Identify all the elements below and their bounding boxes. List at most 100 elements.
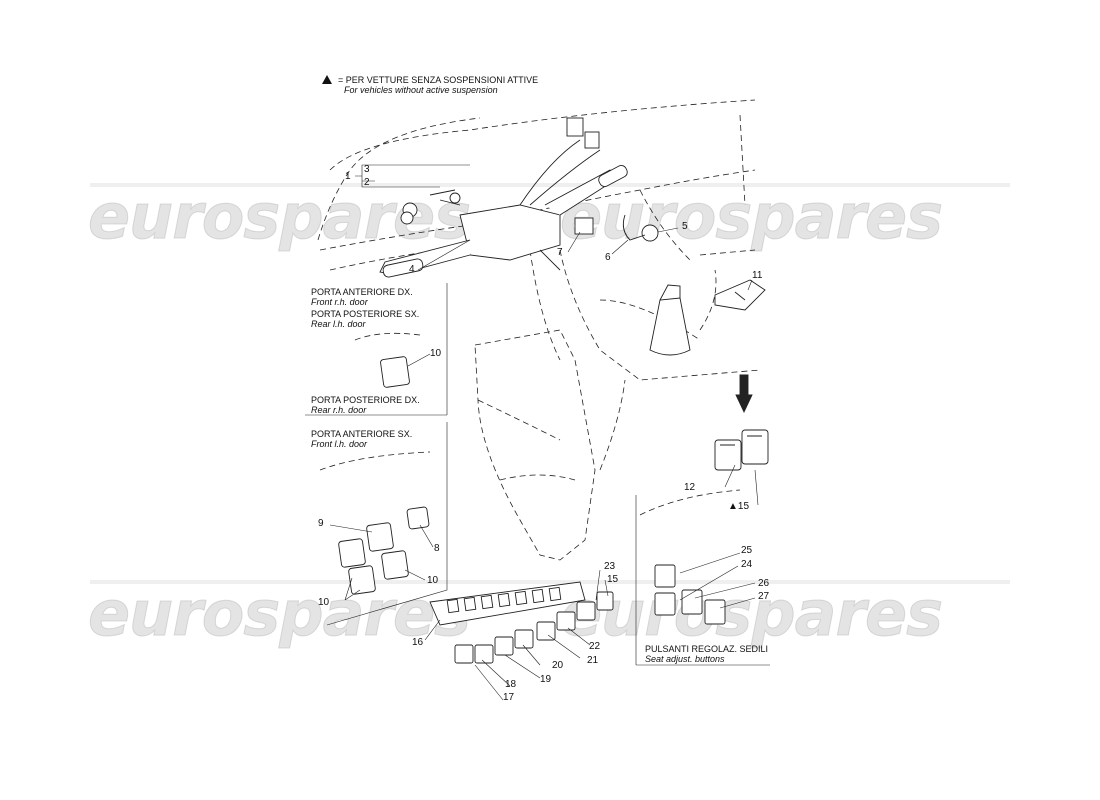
callout-15: 15 [607,574,619,585]
seat-outline [499,474,576,481]
console-outline [599,299,701,341]
callout-2: 2 [364,177,370,188]
callout-26: 26 [758,578,770,589]
caption-front-lh: PORTA ANTERIORE SX. Front l.h. door [311,429,412,449]
watermark-band [90,580,1010,584]
callout-23: 23 [604,561,616,572]
watermark-band [90,183,1010,187]
window-switch [366,522,394,552]
lock-switch [406,506,430,530]
caption-seat-it: PULSANTI REGOLAZ. SEDILI [645,644,769,654]
seat-outline [477,399,561,441]
lock-ring [400,211,414,225]
dashboard-outline [739,114,746,206]
callout-21: 21 [587,655,599,666]
rocker-switch [556,611,576,631]
watermark-text: eurospares [87,577,471,651]
window-switch [348,565,376,595]
connector [584,131,600,149]
rocker-switch [596,591,614,611]
key [429,189,461,206]
console-outline [699,269,717,331]
harness-wire [519,139,581,206]
console-outline [559,249,761,381]
console-switch [714,279,766,311]
harness-wire [539,249,561,271]
callout-10-rear: 10 [430,348,442,359]
caption-rear-rh: PORTA POSTERIORE DX. Rear r.h. door [311,395,420,415]
console-switch-detail [734,291,746,301]
callout-7: 7 [557,247,563,258]
door-panel-outline [319,451,431,471]
callout-27: 27 [758,591,770,602]
light-stalk-knob [598,164,628,188]
shift-boot [659,284,681,301]
window-switch [338,538,366,568]
door-panel-outline [354,332,421,341]
connector [566,117,584,137]
caption-seat-buttons: PULSANTI REGOLAZ. SEDILI Seat adjust. bu… [645,644,768,664]
key-head [449,192,461,204]
callout-16: 16 [412,637,424,648]
callout-17: 17 [503,692,515,703]
seat-switch [741,429,769,465]
dashboard-outline [699,249,756,256]
dashboard-outline [317,117,481,241]
seat-adjust-button [704,599,726,625]
callout-12: 12 [684,482,696,493]
caption-rear-rh-en: Rear r.h. door [311,405,367,415]
caption-rear-lh-it: PORTA POSTERIORE SX. [311,309,420,319]
callout-10-right: 10 [427,575,439,586]
caption-front-lh-it: PORTA ANTERIORE SX. [311,429,413,439]
callout-19: 19 [540,674,552,685]
callout-8: 8 [434,543,440,554]
callout-6: 6 [605,252,611,263]
callout-1: 1 [345,171,351,182]
seat-adjust-button [654,592,676,616]
caption-rear-lh: PORTA POSTERIORE SX. Rear l.h. door [311,309,419,329]
callout-25: 25 [741,545,753,556]
door-panel-outline [639,489,741,516]
switch-detail [720,435,762,446]
legend-text-en: For vehicles without active suspension [344,85,498,95]
callout-3: 3 [364,164,370,175]
caption-rear-rh-it: PORTA POSTERIORE DX. [311,395,420,405]
seat-outline [474,329,596,561]
harness-wire [529,149,601,206]
rocker-switch [536,621,556,641]
callout-4: 4 [409,264,415,275]
watermark-text: eurospares [559,577,943,651]
clock-gauge [641,224,659,242]
switch-bezel [429,581,586,626]
leader-lines [305,164,770,701]
seat-adjust-button [654,564,676,588]
console-outline [529,249,561,361]
window-switch [381,550,409,580]
callout-20: 20 [552,660,564,671]
rocker-switch [576,601,596,621]
arrow [735,374,753,414]
callout-24: 24 [741,559,753,570]
callout-9: 9 [318,518,324,529]
rocker-switch [474,644,494,664]
callout-10-left: 10 [318,597,330,608]
caption-front-rh-it: PORTA ANTERIORE DX. [311,287,413,297]
callout-18: 18 [505,679,517,690]
caption-front-rh-en: Front r.h. door [311,297,368,307]
caption-seat-en: Seat adjust. buttons [645,654,725,664]
callout-11: 11 [752,270,763,281]
callout-5: 5 [682,221,688,232]
watermark-text: eurospares [559,180,943,254]
dashboard-outline [639,189,691,261]
seat-adjust-button [681,589,703,615]
legend: = PER VETTURE SENZA SOSPENSIONI ATTIVE F… [322,75,538,95]
rocker-switch [494,636,514,656]
callout-15-seat: ▲15 [728,501,750,512]
rocker-switch [514,629,534,649]
window-switch [380,356,410,388]
rocker-switch [454,644,474,664]
relay [574,217,594,235]
seat-switch [714,439,742,471]
caption-front-lh-en: Front l.h. door [311,439,368,449]
